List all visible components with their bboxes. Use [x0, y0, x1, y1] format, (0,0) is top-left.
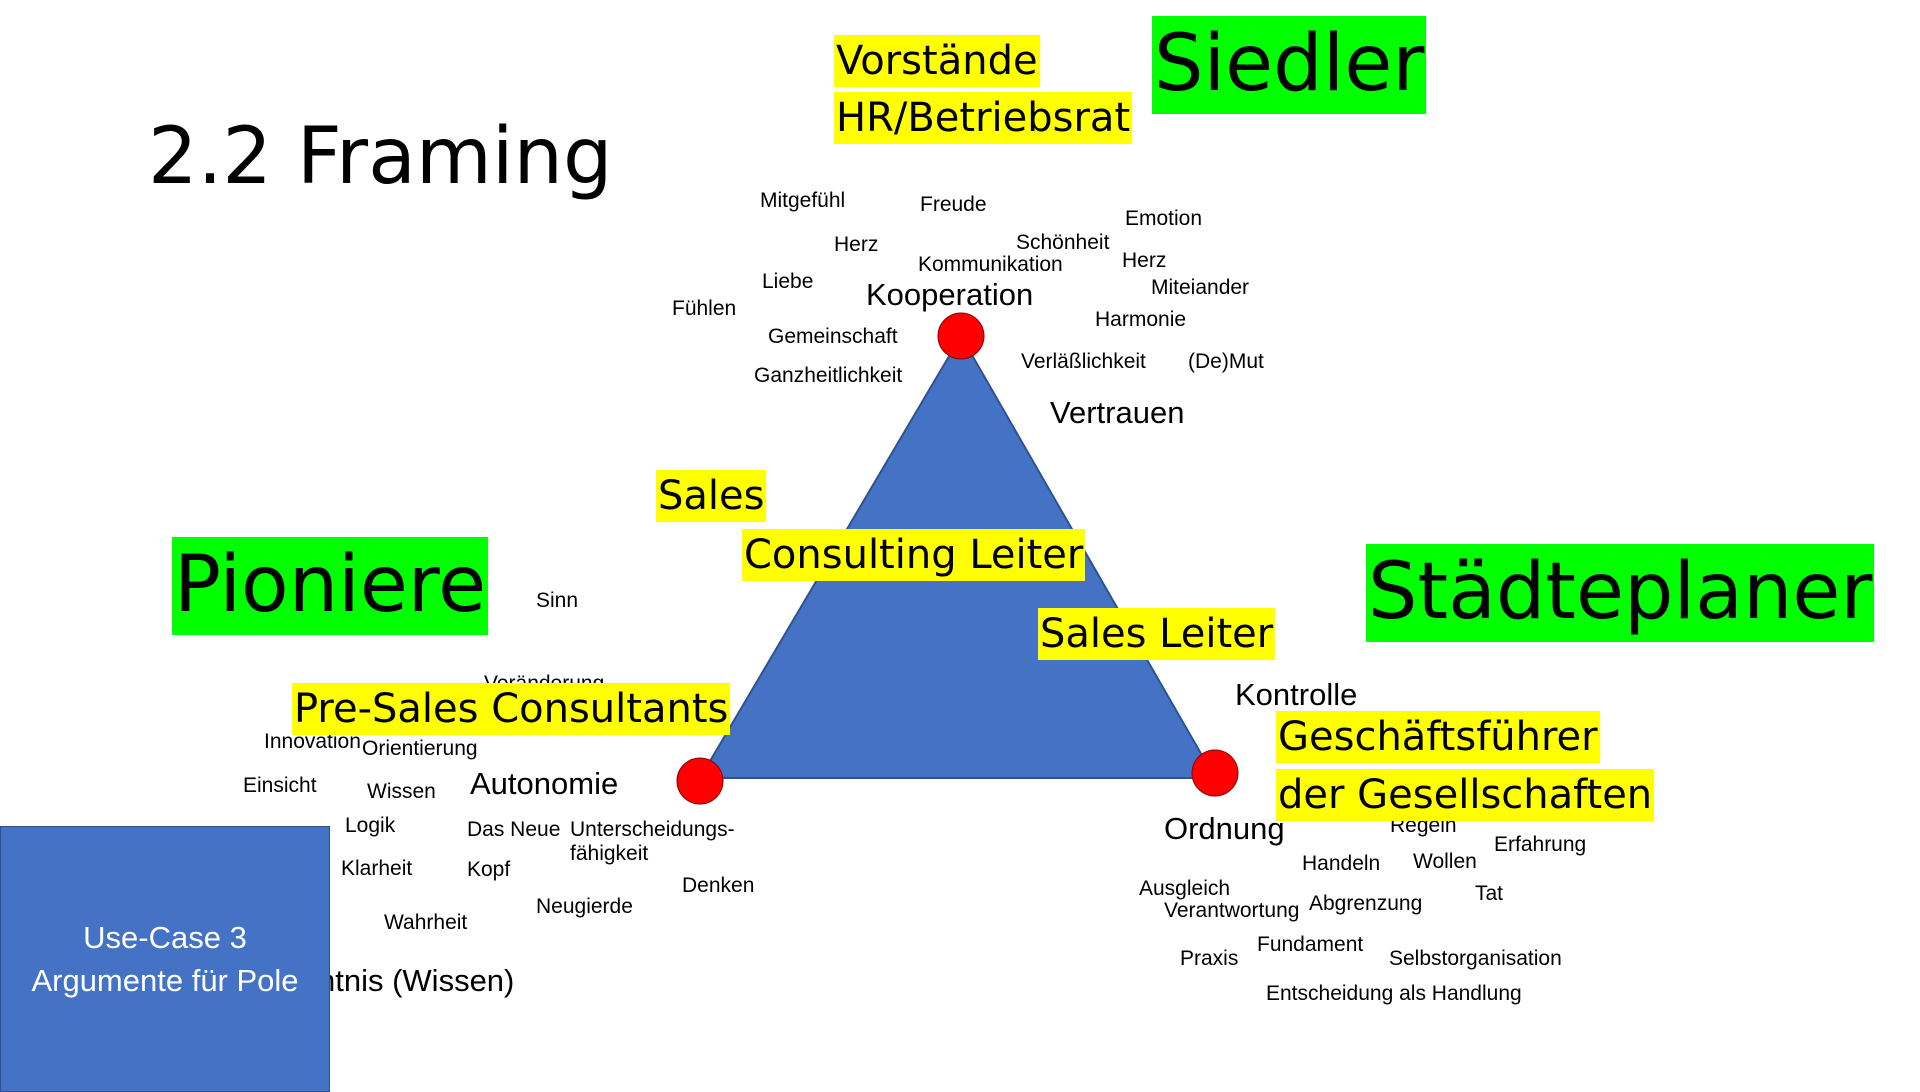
word-selbstorganisation: Selbstorganisation — [1389, 947, 1562, 970]
word-gemeinschaft: Gemeinschaft — [768, 325, 898, 348]
word-herz: Herz — [834, 233, 879, 256]
word-tat: Tat — [1475, 882, 1504, 905]
word-neugierde: Neugierde — [536, 895, 633, 918]
word-wissen: Wissen — [367, 780, 436, 803]
word-abgrenzung: Abgrenzung — [1309, 892, 1423, 915]
label-kontrolle: Kontrolle — [1235, 677, 1358, 712]
type-label-pioniere: Pioniere — [172, 537, 489, 635]
word-sinn: Sinn — [536, 589, 579, 612]
word-ausgleich: Ausgleich — [1139, 877, 1231, 900]
pole-label-kooperation: Kooperation — [866, 277, 1034, 312]
word-erfahrung: Erfahrung — [1494, 833, 1587, 856]
word-das-neue: Das Neue — [467, 818, 561, 841]
word-herz-2: Herz — [1122, 249, 1167, 272]
word-liebe: Liebe — [762, 270, 814, 293]
word-mitgefuehl: Mitgefühl — [760, 189, 846, 212]
word-fuehlen: Fühlen — [672, 297, 737, 320]
use-case-subtitle: Argumente für Pole — [31, 963, 299, 998]
word-emotion: Emotion — [1125, 207, 1203, 230]
word-ganzheitlichkeit: Ganzheitlichkeit — [754, 364, 903, 387]
word-handeln: Handeln — [1302, 852, 1381, 875]
word-einsicht: Einsicht — [243, 774, 317, 797]
role-label-geschaeftsfuehrer: Geschäftsführer — [1276, 711, 1600, 763]
word-klarheit: Klarheit — [341, 857, 413, 880]
word-wollen: Wollen — [1413, 850, 1477, 873]
label-vertrauen: Vertrauen — [1050, 395, 1185, 430]
role-label-consulting-leiter: Consulting Leiter — [742, 529, 1086, 581]
word-freude: Freude — [920, 193, 987, 216]
word-praxis: Praxis — [1180, 947, 1239, 970]
word-verantwortung: Verantwortung — [1164, 899, 1300, 922]
pole-label-ordnung: Ordnung — [1164, 811, 1285, 846]
word-kopf: Kopf — [467, 858, 511, 881]
role-label-vorstaende: Vorstände — [834, 35, 1040, 87]
use-case-title: Use-Case 3 — [83, 919, 247, 955]
use-case-box: Use-Case 3 Argumente für Pole — [0, 826, 330, 1092]
role-label-presales-consultants: Pre-Sales Consultants — [292, 683, 731, 735]
pole-label-autonomie: Autonomie — [470, 766, 619, 801]
role-label-sales: Sales — [656, 470, 767, 522]
word-logik: Logik — [345, 814, 396, 837]
word-miteiander: Miteiander — [1151, 276, 1250, 299]
type-label-siedler: Siedler — [1152, 16, 1427, 114]
pole-dot-right — [1191, 749, 1239, 797]
word-faehigkeit: fähigkeit — [570, 842, 649, 865]
word-fundament: Fundament — [1257, 933, 1364, 956]
word-kommunikation: Kommunikation — [918, 253, 1063, 276]
word-unterscheidungs: Unterscheidungs- — [570, 818, 735, 841]
word-innovation: Innovation — [264, 730, 361, 753]
type-label-staedteplaner: Städteplaner — [1366, 544, 1875, 642]
pole-dot-top — [937, 312, 985, 360]
role-label-sales-leiter: Sales Leiter — [1038, 608, 1276, 660]
word-demut: (De)Mut — [1188, 350, 1264, 373]
word-denken: Denken — [682, 874, 755, 897]
word-schoenheit: Schönheit — [1016, 231, 1110, 254]
role-label-der-gesellschaften: der Gesellschaften — [1276, 769, 1655, 821]
word-harmonie: Harmonie — [1095, 308, 1187, 331]
word-wahrheit: Wahrheit — [384, 911, 468, 934]
word-entscheidung-als-handlung: Entscheidung als Handlung — [1266, 982, 1522, 1005]
word-verlaesslichkeit: Verläßlichkeit — [1021, 350, 1146, 373]
slide-title: 2.2 Framing — [148, 112, 613, 202]
word-orientierung: Orientierung — [362, 737, 478, 760]
label-erkenntnis-wissen: ntnis (Wissen) — [318, 963, 515, 998]
pole-dot-left — [676, 757, 724, 805]
role-label-hr-betriebsrat: HR/Betriebsrat — [834, 92, 1133, 144]
